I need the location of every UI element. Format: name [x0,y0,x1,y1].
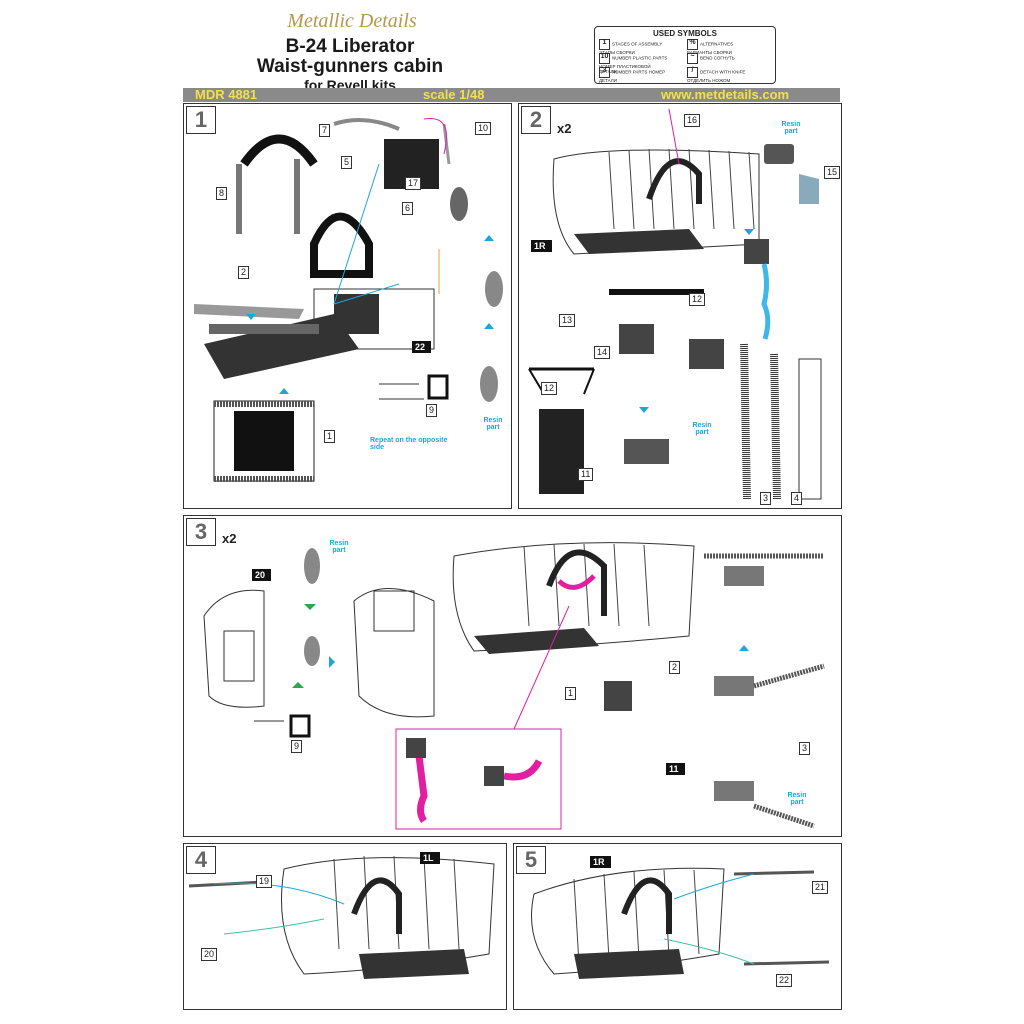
step-number: 4 [186,846,216,874]
step-5-panel: 5 1R 21 22 [513,843,842,1010]
part-label: 4 [791,492,803,505]
step-2-panel: 2 x2 16 15 1R 12 13 14 12 11 3 [518,103,842,509]
part-label-dark: 1R [531,240,552,252]
resin-part-label: Resin part [692,422,712,436]
bend-icon: ~ [687,53,698,64]
product-title: B-24 Liberator [285,36,415,57]
part-label-dark: 22 [412,341,432,353]
stage-icon: 1 [599,39,610,50]
step-number: 3 [186,518,216,546]
part-label: 2 [238,266,250,279]
part-label: 14 [594,346,611,359]
part-number-icon: 3 [599,67,610,78]
part-label: 1 [565,687,577,700]
legend-item-detach: /DETACH WITH KNIFE ОТДЕЛИТЬ НОЖОМ [687,67,746,83]
alternatives-icon: % [687,39,698,50]
step-4-panel: 4 1L 19 20 [183,843,507,1010]
plastic-part-icon: 10 [599,53,610,64]
part-label: 20 [201,948,218,961]
step-2-drawing [528,108,822,500]
part-label: 12 [689,293,706,306]
resin-part-label: Resin part [329,540,349,554]
step-1-drawing [194,117,503,482]
part-label-dark: 11 [666,763,685,775]
part-label-dark: 20 [252,569,272,581]
part-label: 9 [291,740,303,753]
part-label: 22 [776,974,793,987]
legend-item-alternatives: %ALTERNATIVES ВАРИАНТЫ СБОРКИ [687,39,734,55]
product-subtitle: Waist-gunners cabin [256,56,444,77]
step-1-panel: 1 [183,103,512,509]
part-label: 15 [824,166,841,179]
part-label-dark: 1R [590,856,611,868]
step-multiplier: x2 [222,531,237,546]
step-4-drawing [188,855,495,979]
info-banner: MDR 4881 scale 1/48 www.metdetails.com [183,88,840,102]
part-label: 16 [684,114,701,127]
part-label: 3 [799,742,811,755]
step-number: 1 [186,106,216,134]
part-label: 7 [319,124,331,137]
resin-part-label: Resin part [787,792,807,806]
part-label: 17 [405,177,422,190]
part-label: 13 [559,314,576,327]
website-link[interactable]: www.metdetails.com [661,87,790,102]
part-label: 19 [256,875,273,888]
scale-label: scale 1/48 [423,87,485,102]
part-label: 2 [669,661,681,674]
part-label: 21 [812,881,829,894]
step-3-panel: 3 x2 20 9 1 2 3 11 Resin par [183,515,842,837]
part-label: 5 [341,156,353,169]
part-label-dark: 1L [420,852,440,864]
part-label: 10 [475,122,492,135]
step-multiplier: x2 [557,121,572,136]
step-3-drawing [203,542,825,830]
legend-title: USED SYMBOLS [652,29,717,38]
part-label: 9 [426,404,438,417]
brand-logo-text: Metallic Details [287,10,417,32]
step-number: 5 [516,846,546,874]
part-label: 3 [760,492,772,505]
part-label: 11 [578,468,594,481]
legend-item-bend: ~BEND СОГНУТЬ [687,53,757,64]
part-label: 8 [216,187,228,200]
resin-part-label: Resin part [781,121,801,135]
knife-icon: / [687,67,698,78]
part-label: 1 [324,430,336,443]
step-5-drawing [531,867,830,979]
part-label: 12 [541,382,558,395]
resin-part-label: Resin part [483,417,503,431]
assembly-note: Repeat on the opposite side [370,437,448,451]
step-number: 2 [521,106,551,134]
product-code: MDR 4881 [195,87,258,102]
part-label: 6 [402,202,414,215]
